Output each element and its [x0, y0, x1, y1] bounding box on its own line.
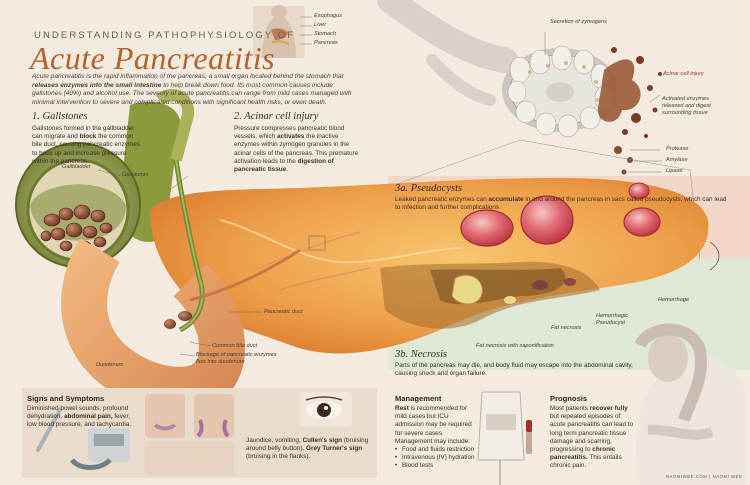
label-pancreatic-duct: Pancreatic duct [264, 309, 303, 315]
label-duodenum: Duodenum [96, 362, 124, 368]
acinar-text-3: . [286, 166, 288, 174]
label-blockage: Blockage of pancreatic enzymes flow into… [196, 352, 277, 365]
label-common-bile-duct: Common bile duct [212, 343, 258, 349]
label-pancreas: Pancreas [314, 40, 338, 46]
gallstones-bold: block [79, 133, 97, 141]
label-hemorrhagic-pseudocyst: Hemorrhagic Pseudocyst [596, 313, 629, 326]
label-saponification: Fat necrosis with saponification [476, 343, 554, 349]
management-list: Food and fluids restriction Intravenous … [395, 446, 479, 470]
jaundice-text-1: Jaundice, vomiting, [246, 437, 303, 444]
prognosis-text-1: Most patients [550, 405, 590, 412]
label-amylase: Amylase [666, 157, 688, 163]
jaundice-text-3: (bruising in the flanks). [246, 453, 311, 461]
prognosis-bold-1: recover fully [589, 405, 628, 412]
signs-text-2: fever, low blood pressure, and tachycard… [27, 413, 132, 429]
intro-text-2: to help break down food. Its most common… [32, 81, 352, 106]
acinar-cluster-illustration [377, 0, 662, 175]
acinar-text: Pressure compresses pancreatic blood ves… [234, 125, 362, 174]
gallstones-text: Gallstones formed in the gallbladder can… [32, 125, 144, 166]
label-activated-enzymes: Activated enzymes released and digest su… [662, 96, 711, 116]
intro-paragraph: Acute pancreatitis is the rapid inflamma… [32, 73, 358, 107]
management-text: Rest is recommended for mild cases but I… [395, 405, 477, 446]
label-acinar-injury: Acinar cell injury [663, 71, 704, 77]
grey-turners-sign: Grey Turner's sign [306, 445, 363, 453]
necrosis-text: Parts of the pancreas may die, and body … [395, 362, 633, 378]
signs-text-1: Diminished bowel sounds, profound dehydr… [27, 405, 129, 421]
acinar-text-2: the inactive enzymes within zymogen gran… [234, 133, 359, 165]
page-title: Acute Pancreatitis [30, 40, 276, 76]
label-secretion-zymogens: Secretion of zymogens [550, 19, 607, 25]
gallstones-heading: 1. Gallstones [32, 111, 88, 122]
pseudocysts-text: Leaked pancreatic enzymes can accumulate… [395, 196, 730, 212]
credit-text: NAOMIWEE.COM | NAOMI WEE [666, 474, 743, 479]
label-gallstones: Gallstones [122, 172, 149, 178]
pseudocysts-text-2: in and around the pancreas in sacs calle… [395, 196, 727, 212]
cullens-sign: Cullen's sign [302, 437, 342, 444]
signs-bold: abdominal pain, [63, 413, 113, 421]
label-esophagus: Esophagus [314, 13, 342, 19]
management-heading: Management [395, 394, 442, 403]
acinar-bold-2: digestion of pancreatic tissue [234, 157, 334, 174]
pseudocysts-heading: 3a. Pseudocysts [395, 183, 463, 194]
signs-heading: Signs and Symptoms [27, 394, 105, 403]
necrosis-heading: 3b. Necrosis [395, 349, 448, 360]
label-liver: Liver [314, 22, 327, 28]
gallstones-text-1: Gallstones formed in the gallbladder can… [32, 125, 135, 141]
gallstones-text-2: the common bile duct, causing pancreatic… [32, 133, 140, 165]
jaundice-text-2: (bruising around belly button), [246, 437, 369, 453]
prognosis-heading: Prognosis [550, 394, 588, 403]
prognosis-text-3: This entails chronic pain. [550, 454, 622, 470]
pseudocysts-text-1: Leaked pancreatic enzymes can [395, 196, 489, 203]
management-bold: Rest [395, 405, 409, 412]
label-gallbladder: Gallbladder [62, 164, 91, 170]
intro-text-1: Acute pancreatitis is the rapid inflamma… [32, 73, 344, 80]
gallbladder-illustration [15, 89, 195, 268]
prognosis-text: Most patients recover fully but repeated… [550, 405, 636, 471]
label-lipase: Lipase [666, 168, 683, 174]
management-item: Food and fluids restriction [395, 446, 479, 454]
intro-bold: releases enzymes into the small intestin… [32, 81, 162, 89]
label-protease: Protease [666, 146, 689, 152]
pseudocysts-bold: accumulate [488, 196, 524, 203]
acinar-text-1: Pressure compresses pancreatic blood ves… [234, 125, 345, 141]
prognosis-bold-2: chronic pancreatitis. [550, 446, 616, 462]
management-item: Blood tests [395, 462, 479, 470]
bottom-panels [22, 323, 745, 485]
management-item: Intravenous (IV) hydration [395, 454, 479, 462]
acinar-heading: 2. Acinar cell injury [234, 111, 319, 122]
label-fat-necrosis: Fat necrosis [551, 325, 582, 331]
acinar-bold-1: activates [276, 133, 305, 141]
prognosis-text-2: but repeated episodes of acute pancreati… [550, 413, 634, 454]
header-kicker: UNDERSTANDING PATHOPHYSIOLOGY OF [34, 30, 296, 41]
management-text-1: is recommended for mild cases but ICU ad… [395, 405, 472, 445]
signs-jaundice-text: Jaundice, vomiting, Cullen's sign (bruis… [246, 437, 376, 462]
label-hemorrhage: Hemorrhage [658, 297, 690, 303]
pseudocysts-illustration [460, 182, 720, 271]
label-stomach: Stomach [314, 31, 337, 37]
signs-text: Diminished bowel sounds, profound dehydr… [27, 405, 139, 430]
torso-icon [253, 5, 312, 58]
